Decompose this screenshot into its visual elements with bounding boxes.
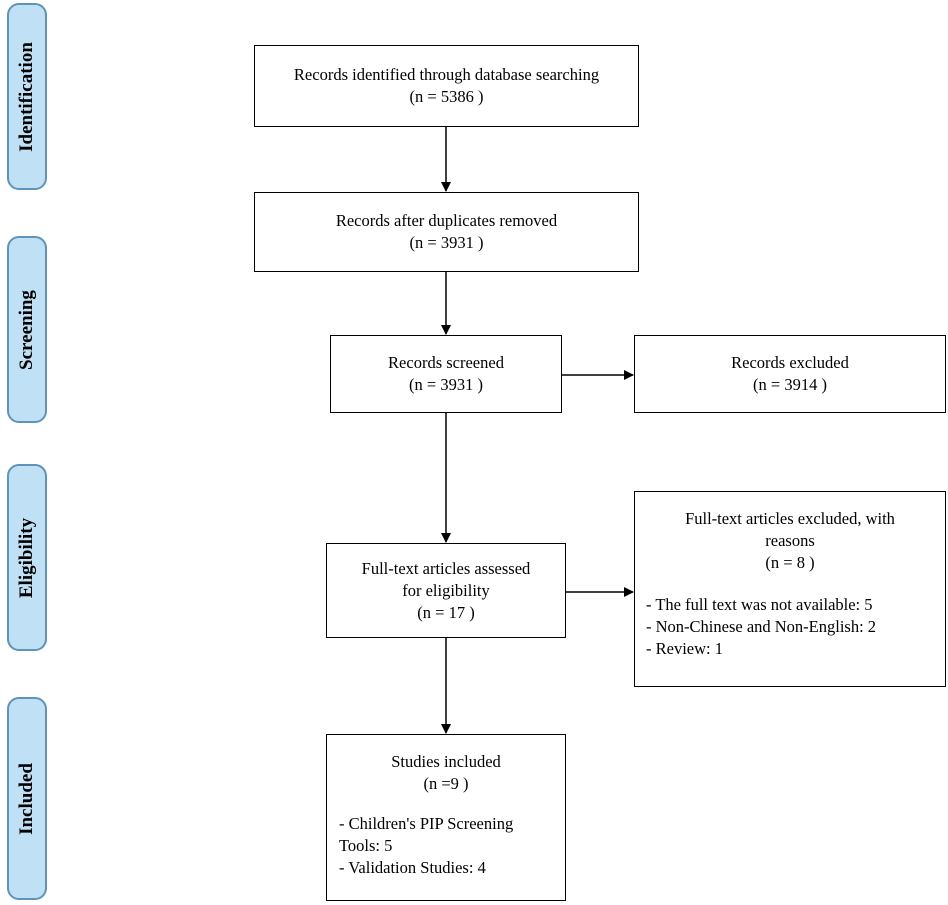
- studies-included-box: Studies included (n =9 ) - Children's PI…: [326, 734, 566, 901]
- included-item: Tools: 5: [339, 836, 393, 855]
- records-screened-box: Records screened (n = 3931 ): [330, 335, 562, 413]
- records-dedup-count: (n = 3931 ): [409, 233, 484, 252]
- fulltext-assessed-count: (n = 17 ): [417, 602, 475, 622]
- records-excluded-box: Records excluded (n = 3914 ): [634, 335, 946, 413]
- fulltext-excluded-title-1: Full-text articles excluded, with: [685, 509, 895, 528]
- stage-label-screening: Screening: [16, 289, 37, 370]
- fulltext-assessed-box: Full-text articles assessed for eligibil…: [326, 543, 566, 638]
- records-identified-box: Records identified through database sear…: [254, 45, 639, 127]
- fulltext-excluded-box: Full-text articles excluded, with reason…: [634, 491, 946, 687]
- stage-label-included: Included: [16, 762, 37, 835]
- records-screened-title: Records screened: [388, 353, 504, 372]
- included-item: - Validation Studies: 4: [339, 858, 486, 877]
- exclusion-reason: - Review: 1: [646, 639, 723, 658]
- stage-eligibility: Eligibility: [7, 464, 47, 651]
- records-excluded-title: Records excluded: [731, 353, 849, 372]
- stage-screening: Screening: [7, 236, 47, 423]
- studies-included-count: (n =9 ): [423, 774, 469, 793]
- stage-identification: Identification: [7, 3, 47, 190]
- stage-included: Included: [7, 697, 47, 900]
- records-identified-count: (n = 5386 ): [409, 87, 484, 106]
- included-item: - Children's PIP Screening: [339, 814, 514, 833]
- records-excluded-count: (n = 3914 ): [753, 375, 827, 394]
- records-dedup-title: Records after duplicates removed: [335, 211, 558, 230]
- records-dedup-box: Records after duplicates removed (n = 39…: [254, 192, 639, 272]
- stage-label-eligibility: Eligibility: [16, 517, 37, 598]
- stage-label-identification: Identification: [16, 41, 37, 152]
- fulltext-assessed-title-1: Full-text articles assessed: [361, 558, 531, 578]
- studies-included-title: Studies included: [391, 752, 501, 771]
- records-screened-count: (n = 3931 ): [409, 375, 483, 394]
- fulltext-excluded-title-2: reasons: [765, 531, 815, 550]
- exclusion-reason: - The full text was not available: 5: [646, 595, 873, 614]
- exclusion-reason: - Non-Chinese and Non-English: 2: [646, 617, 877, 636]
- fulltext-excluded-count: (n = 8 ): [765, 553, 815, 572]
- records-identified-title: Records identified through database sear…: [293, 65, 600, 84]
- fulltext-assessed-title-2: for eligibility: [402, 580, 490, 600]
